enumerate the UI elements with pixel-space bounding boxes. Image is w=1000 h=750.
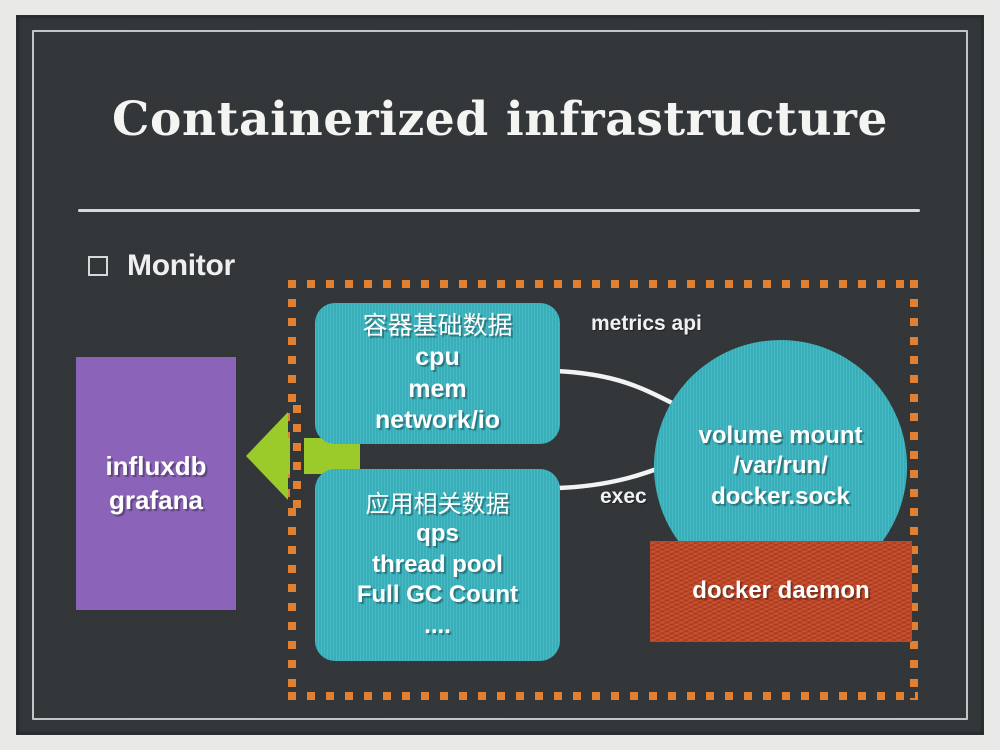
app-metrics-heading: 应用相关数据 [365, 489, 510, 518]
influxdb-line: influxdb [105, 451, 207, 482]
app-metrics-item-qps: qps [416, 520, 459, 548]
app-metrics-text: 应用相关数据 qps thread pool Full GC Count ...… [357, 489, 518, 641]
container-metrics-heading: 容器基础数据 [362, 311, 513, 340]
dotted-border-bottom [288, 692, 918, 700]
docker-socket-line-1: volume mount [698, 421, 863, 449]
influxdb-grafana-text: influxdb grafana [105, 450, 206, 516]
container-metrics-item-cpu: cpu [415, 342, 460, 371]
app-metrics-item-ellipsis: .... [424, 611, 451, 639]
docker-socket-line-2: /var/run/ [733, 452, 828, 480]
bidirectional-arrow-icon [246, 404, 360, 508]
app-metrics-item-full-gc-count: Full GC Count [356, 581, 519, 609]
app-metrics-item-thread-pool: thread pool [372, 550, 503, 578]
connector-label-exec: exec [600, 485, 647, 508]
docker-socket-text: volume mount /var/run/ docker.sock [698, 421, 862, 512]
arrow-dotted-overlay [293, 405, 301, 508]
docker-daemon-box[interactable]: docker daemon [650, 541, 912, 642]
container-metrics-text: 容器基础数据 cpu mem network/io [362, 310, 512, 437]
container-metrics-item-mem: mem [408, 374, 467, 403]
container-metrics-item-network-io: network/io [374, 406, 500, 435]
influxdb-grafana-box[interactable]: influxdb grafana [76, 357, 236, 610]
arrow-dotted-cutout [290, 404, 304, 508]
dotted-border-right [910, 280, 918, 700]
connector-label-metrics-api: metrics api [591, 312, 702, 335]
container-metrics-box[interactable]: 容器基础数据 cpu mem network/io [315, 303, 560, 444]
dotted-border-top [288, 280, 918, 288]
app-metrics-box[interactable]: 应用相关数据 qps thread pool Full GC Count ...… [315, 469, 560, 661]
docker-socket-line-3: docker.sock [711, 482, 850, 510]
page-title: Containerized infrastructure [112, 92, 888, 147]
hollow-square-bullet-icon [88, 256, 108, 276]
docker-daemon-label: docker daemon [692, 577, 870, 605]
bullet-label: Monitor [127, 249, 235, 282]
title-divider [78, 209, 920, 212]
bullet-row: Monitor [88, 249, 235, 283]
grafana-line: grafana [109, 484, 203, 515]
